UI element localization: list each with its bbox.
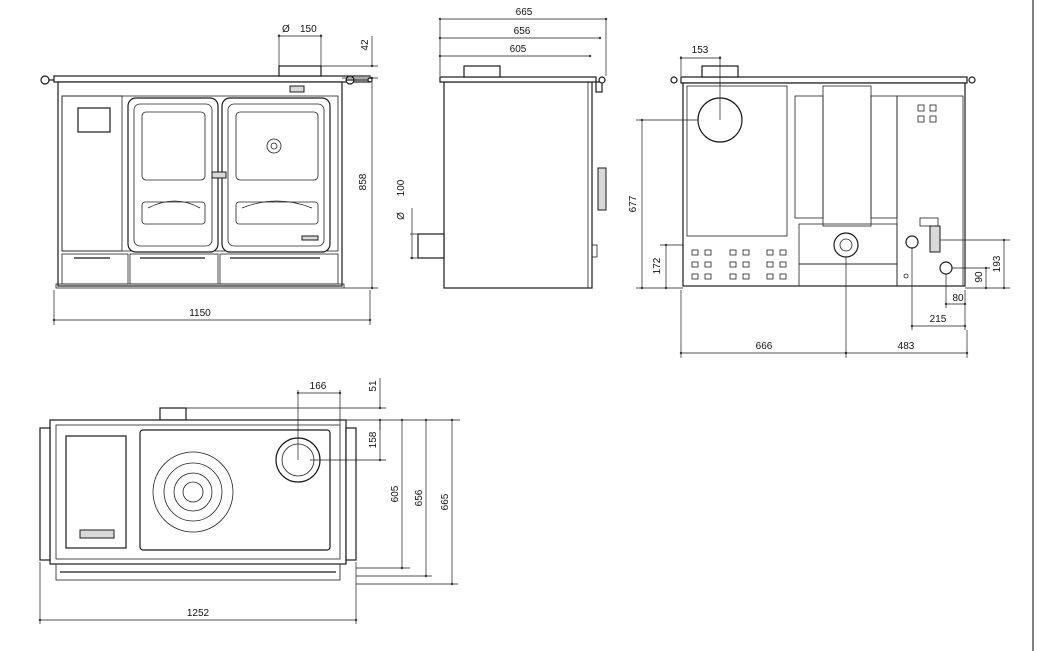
dim-top-605: 605 bbox=[390, 485, 401, 502]
dim-side-pipe-symbol: Ø bbox=[396, 212, 407, 220]
dim-top-656: 656 bbox=[414, 489, 425, 506]
dim-side-605: 605 bbox=[510, 44, 527, 55]
dim-front-150: 150 bbox=[300, 24, 317, 35]
dim-front-1150: 1150 bbox=[189, 308, 211, 319]
dim-top-665: 665 bbox=[440, 493, 451, 510]
dim-rear-677: 677 bbox=[628, 195, 639, 212]
dim-top-1252: 1252 bbox=[187, 608, 210, 619]
dim-front-pipe-symbol: Ø bbox=[282, 24, 290, 35]
dim-top-158: 158 bbox=[368, 431, 379, 448]
dim-rear-90: 90 bbox=[974, 271, 985, 283]
dim-rear-666: 666 bbox=[756, 341, 773, 352]
dim-rear-483: 483 bbox=[898, 341, 915, 352]
dim-side-656: 656 bbox=[514, 26, 531, 37]
dim-front-858: 858 bbox=[358, 173, 369, 190]
dim-top-51: 51 bbox=[368, 380, 379, 392]
dim-rear-80: 80 bbox=[952, 293, 964, 304]
rear-dimensions: 153 677 172 193 90 80 215 666 bbox=[628, 45, 1010, 358]
dim-side-665: 665 bbox=[516, 7, 533, 18]
front-view bbox=[40, 65, 373, 289]
dim-front-42: 42 bbox=[360, 39, 371, 51]
side-dimensions: 665 656 605 Ø 100 bbox=[396, 7, 608, 260]
dim-rear-193: 193 bbox=[992, 255, 1003, 272]
dim-top-166: 166 bbox=[310, 381, 327, 392]
dim-rear-215: 215 bbox=[930, 314, 947, 325]
front-dimensions: Ø 150 42 858 1150 bbox=[52, 24, 378, 325]
rear-view bbox=[670, 65, 976, 287]
top-view bbox=[39, 407, 357, 581]
dim-rear-153: 153 bbox=[692, 45, 709, 56]
side-view bbox=[417, 65, 607, 289]
dim-rear-172: 172 bbox=[652, 257, 663, 274]
dim-side-100: 100 bbox=[396, 179, 407, 196]
top-dimensions: 166 51 158 605 656 665 1252 bbox=[38, 378, 460, 624]
